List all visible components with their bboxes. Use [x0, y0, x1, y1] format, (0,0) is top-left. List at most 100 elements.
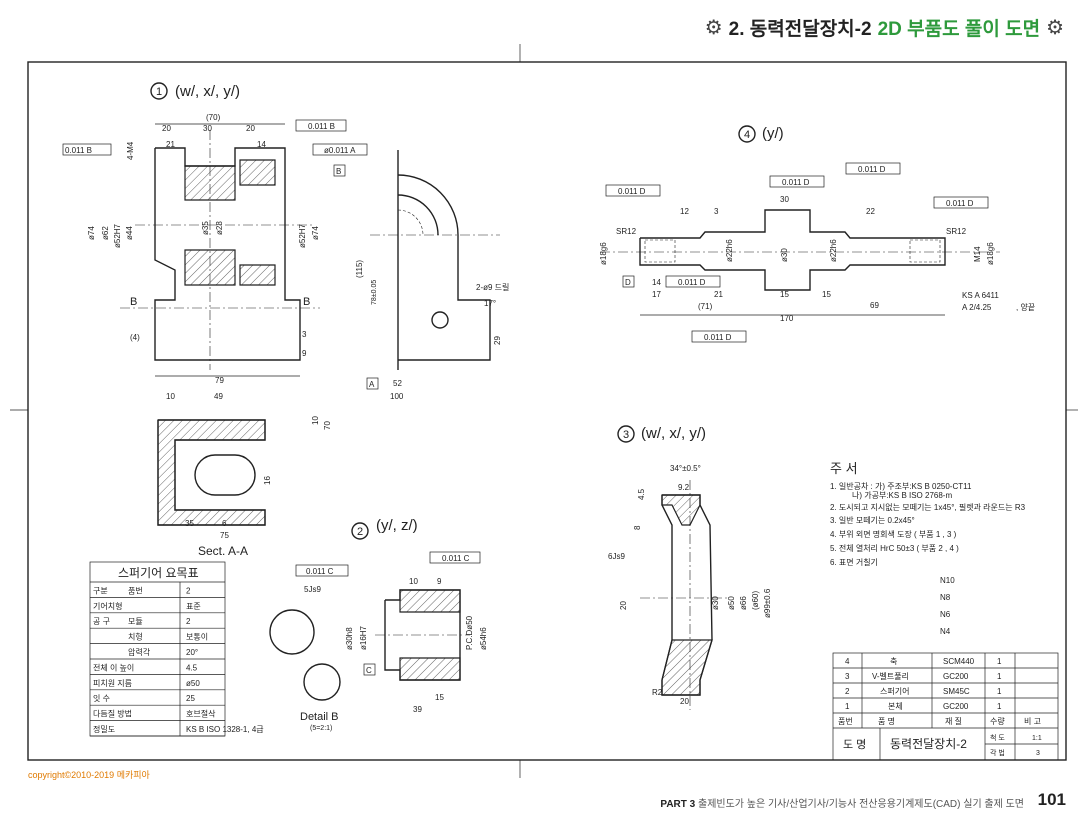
fcf-10: 0.011 C: [306, 567, 334, 576]
hdr-material: 재 질: [945, 717, 962, 726]
dim-sr12: SR12: [616, 227, 637, 236]
fcf-5: 0.011 D: [782, 178, 810, 187]
dim-g10: 10: [409, 577, 418, 586]
dim-17deg: 17°: [484, 299, 496, 308]
dim-4m4: 4-M4: [126, 141, 135, 160]
note-6: 6. 표면 거칠기: [830, 557, 878, 567]
part-4-mat: SCM440: [943, 657, 975, 666]
hdr-part-no: 품번: [838, 717, 853, 726]
view-4-shaft: 4 (y/) 170 69 (71) 17 14 21 15 15 3 12 2…: [599, 125, 1035, 343]
spur-row-value: 표준: [186, 602, 201, 611]
dim-9-2: 9.2: [678, 483, 690, 492]
dim-52: 52: [393, 379, 402, 388]
section-a-a: 10 49 10 70 35 6 75 16 Sect. A-A: [157, 392, 332, 558]
view-number-4: 4: [744, 129, 750, 141]
dim-15b: 15: [822, 290, 831, 299]
dim-18g6b: ø18g6: [986, 242, 995, 265]
fcf-8: 0.011 D: [678, 278, 706, 287]
part-4-name: 축: [890, 657, 897, 666]
dim-74b: ø74: [311, 226, 320, 240]
note-1: 1. 일반공차 : 가) 주조부:KS B 0250-CT11: [830, 482, 972, 491]
note-2-d9-drill: 2-ø9 드릴: [476, 283, 509, 292]
part-3-mat: GC200: [943, 672, 969, 681]
dim-66p: ø66: [739, 596, 748, 610]
rough-n4: N4: [940, 627, 951, 636]
dim-sr12b: SR12: [946, 227, 967, 236]
spur-row-value: 2: [186, 617, 191, 626]
view-number-3: 3: [623, 429, 629, 441]
dim-75: 75: [220, 531, 229, 540]
hdr-remark: 비 고: [1024, 717, 1041, 726]
footer-desc: 출제빈도가 높은 기사/산업기사/기능사 전산응용기계제도(CAD) 실기 출제…: [698, 799, 1024, 810]
dim-g39: 39: [413, 705, 422, 714]
spur-row-value: KS B ISO 1328-1, 4급: [186, 725, 264, 734]
spur-row-sublabel: 품번: [128, 586, 143, 595]
part-3-qty: 1: [997, 672, 1002, 681]
dim-12: 12: [680, 207, 689, 216]
dim-30b: ø30: [780, 248, 789, 262]
dim-14: 14: [257, 140, 266, 149]
view-2-gear: 2 (y/, z/) 5Js9 10 9 15 39 ø30h8 ø16H7 P…: [269, 517, 488, 732]
dim-20b: 20: [246, 124, 255, 133]
rough-n6: N6: [940, 610, 951, 619]
section-label: Sect. A-A: [198, 544, 248, 558]
dim-69: 69: [870, 301, 879, 310]
hdr-qty: 수량: [990, 716, 1005, 726]
section-mark-b-left: B: [130, 296, 137, 308]
notes-title: 주 서: [830, 461, 858, 476]
dim-14: 14: [652, 278, 661, 287]
note-ka: A 2/4.25: [962, 303, 992, 312]
dim-70: (70): [206, 113, 221, 122]
dim-28: ø28: [215, 221, 224, 235]
fcf-3: ø0.011 A: [324, 146, 356, 155]
dim-m14: M14: [973, 246, 982, 262]
scale-label: 척 도: [990, 734, 1005, 742]
spur-row-label: 기어치형: [93, 601, 122, 611]
dim-35b: 35: [185, 519, 194, 528]
projection-label: 각 법: [990, 748, 1005, 757]
dim-r2: R2: [652, 688, 663, 697]
title-block: 4 축 SCM440 1 3 V-벨트풀리 GC200 1 2 스퍼기어 SM4…: [832, 652, 1059, 761]
spur-row-value: 2: [186, 586, 191, 595]
dim-35: ø35: [201, 221, 210, 235]
section-mark-b-right: B: [303, 296, 310, 308]
fcf-6: 0.011 D: [858, 165, 886, 174]
part-1-mat: GC200: [943, 702, 969, 711]
notes-block: 주 서 1. 일반공차 : 가) 주조부:KS B 0250-CT11 나) 가…: [830, 461, 1026, 636]
dim-30h8: ø30h8: [345, 627, 354, 650]
rough-n10: N10: [940, 576, 955, 585]
dim-g15: 15: [435, 693, 444, 702]
dim-30s: 30: [780, 195, 789, 204]
dim-21: 21: [166, 140, 175, 149]
spur-row-sublabel: 압력각: [128, 647, 151, 657]
view-1-roughness: (w/, x/, y/): [175, 83, 240, 100]
note-5: 5. 전체 열처리 HrC 50±3 ( 부품 2 , 4 ): [830, 543, 959, 553]
dim-3: 3: [302, 330, 307, 339]
dim-100: 100: [390, 392, 404, 401]
dim-20a: 20: [162, 124, 171, 133]
view-1-body: 1 (w/, x/, y/) (70) 20 30 20 21 14 4-M4 …: [62, 82, 368, 385]
hdr-part-name: 품 명: [878, 716, 895, 726]
part-1-qty: 1: [997, 702, 1002, 711]
drawing-border: [27, 61, 1067, 761]
note-both-ends: , 양끝: [1016, 303, 1035, 312]
spur-row-label: 다듬질 방법: [93, 709, 132, 719]
note-ks-a-6411: KS A 6411: [962, 291, 999, 300]
rough-n8: N8: [940, 593, 951, 602]
dim-pcd: P.C.Dø50: [465, 615, 474, 650]
spur-row-value: 25: [186, 694, 195, 703]
spur-row-label: 전체 이 높이: [93, 662, 134, 672]
view-2-roughness: (y/, z/): [376, 517, 418, 534]
page-header: ⚙ 2. 동력전달장치-2 2D 부품도 풀이 도면 ⚙: [705, 14, 1064, 41]
datum-d: D: [625, 278, 631, 287]
detail-label: Detail B: [300, 711, 339, 723]
page-number: 101: [1037, 790, 1066, 809]
dim-10b: 10: [311, 416, 320, 425]
spur-row-label: 정밀도: [93, 724, 115, 734]
dim-20pp: 20: [680, 697, 689, 706]
dim-52h7: ø52H7: [113, 223, 122, 248]
spur-row-sublabel: 모듈: [128, 617, 143, 626]
fcf-4: 0.011 D: [618, 187, 646, 196]
spur-table-title: 스퍼기어 요목표: [118, 566, 199, 580]
part-2-mat: SM45C: [943, 687, 970, 696]
